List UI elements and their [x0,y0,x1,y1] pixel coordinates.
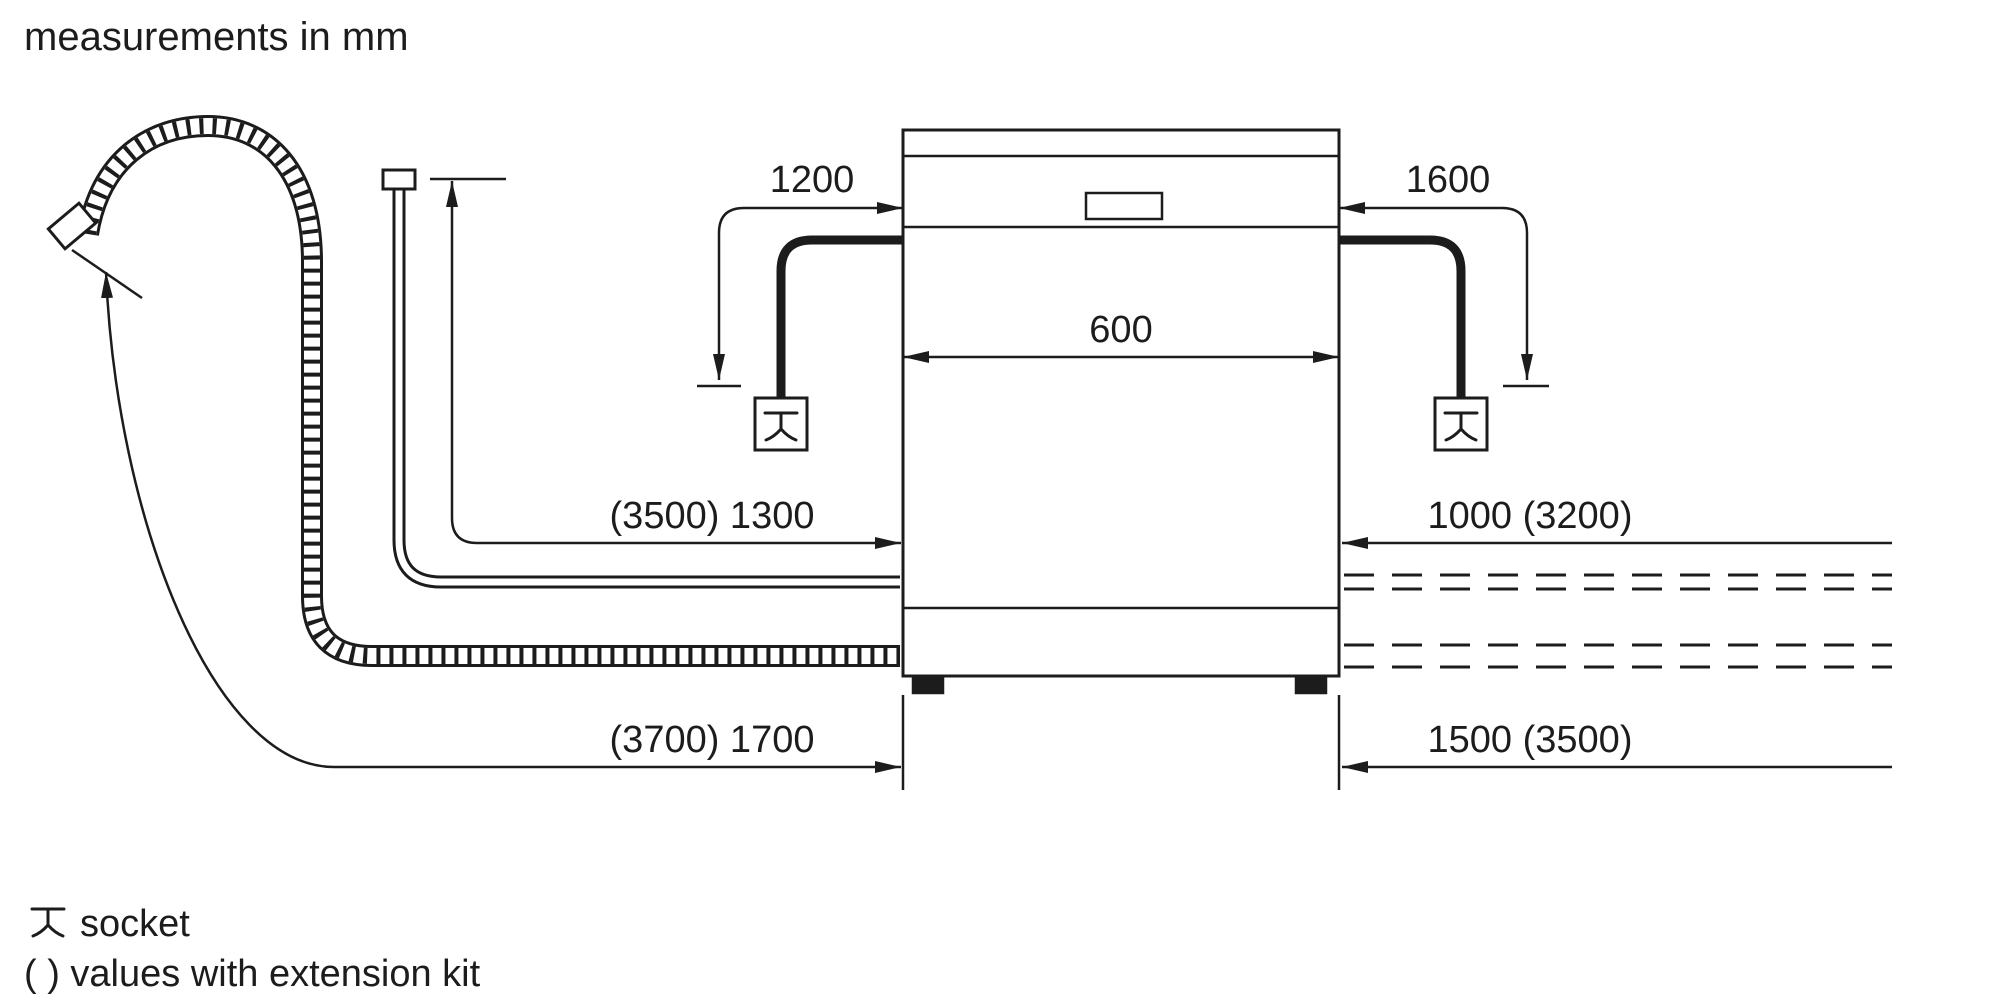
dimension-cable-right-label: 1600 [1406,159,1491,201]
legend-socket-label: socket [80,903,190,945]
diagram-title: measurements in mm [24,15,409,59]
dimension-drain-right-label: 1500 (3500) [1428,719,1633,761]
legend: socket ( ) values with extension kit [24,903,481,995]
supply-hose-extension-dashed [1344,573,1892,591]
tap-fitting-icon [381,168,417,191]
dimension-supply-left-label: (3500) 1300 [610,495,815,537]
dimension-supply-right-label: 1000 (3200) [1428,495,1633,537]
dimension-width-label: 600 [1089,309,1152,351]
drain-hose-extension-dashed [1344,643,1892,669]
dimension-drain-left-line [101,271,901,773]
power-cord-left [776,235,903,398]
dimension-cable-left-label: 1200 [770,159,855,201]
socket-icon [30,907,66,938]
drain-hose-connector-icon [46,201,98,251]
dimension-cable-left [697,202,903,388]
dimension-cable-right [1339,202,1549,388]
foot-left [911,674,945,695]
foot-right [1294,674,1328,695]
socket-left [753,396,809,452]
control-panel-handle [1084,191,1164,221]
dishwasher-outline [901,128,1341,790]
dimension-drain-left-label: (3700) 1700 [610,719,815,761]
legend-extension-note: ( ) values with extension kit [24,953,481,995]
power-cord-right [1339,235,1466,398]
socket-right [1433,396,1489,452]
dimension-supply-left-line [446,181,901,549]
